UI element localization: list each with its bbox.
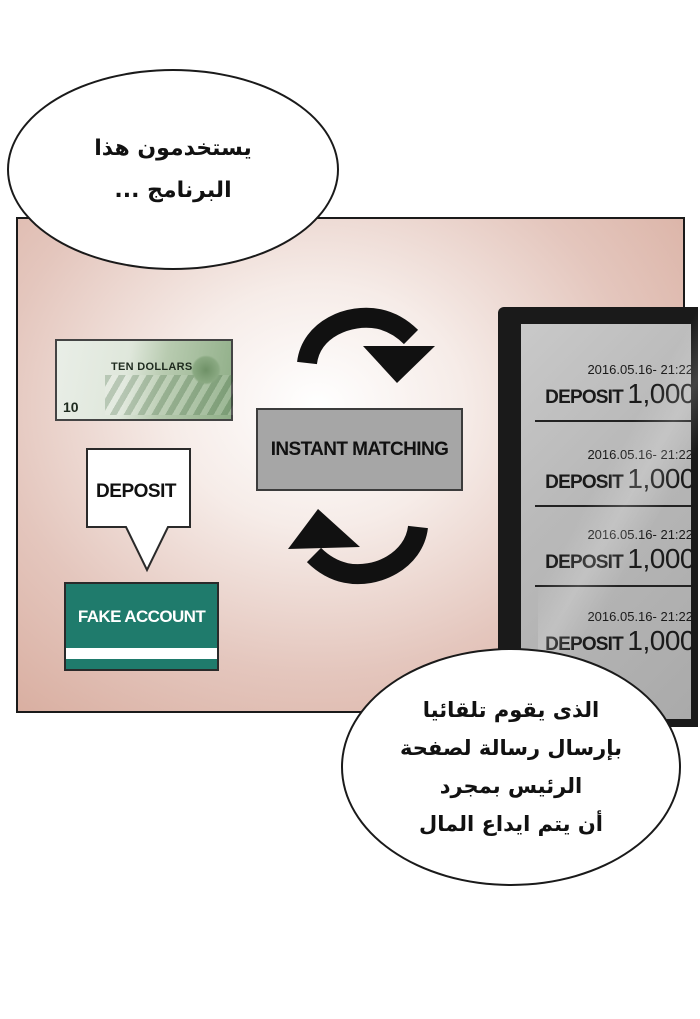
phone-screen: 2016.05.16- 21:22 DEPOSIT 1,000 2016.05.…	[521, 324, 695, 719]
notification-date: 2016.05.16- 21:22	[587, 609, 693, 624]
comic-panel: TEN DOLLARS 10 DEPOSIT FAKE ACCOUNT INST…	[16, 217, 698, 727]
notification-kind: DEPOSIT	[545, 472, 624, 493]
notification-3: 2016.05.16- 21:22 DEPOSIT 1,000	[521, 527, 695, 611]
cycle-arrow-top-icon	[297, 307, 435, 383]
divider	[535, 420, 691, 422]
bill-seal	[191, 355, 221, 385]
fake-account-label: FAKE ACCOUNT	[77, 607, 206, 626]
ten-dollar-bill: TEN DOLLARS 10	[55, 339, 233, 421]
notification-body: DEPOSIT 1,000	[545, 543, 695, 575]
instant-matching-box: INSTANT MATCHING	[256, 408, 463, 491]
notification-body: DEPOSIT 1,000	[545, 625, 695, 657]
speech-line: أن يتم ايداع المال	[418, 812, 603, 836]
notification-kind: DEPOSIT	[545, 387, 624, 408]
notification-amount: 1,000	[627, 378, 695, 409]
notification-body: DEPOSIT 1,000	[545, 463, 695, 495]
notification-2: 2016.05.16- 21:22 DEPOSIT 1,000	[521, 447, 695, 531]
speech-line: يستخدمون هذا	[94, 135, 252, 161]
notification-date: 2016.05.16- 21:22	[587, 527, 693, 542]
speech-line: البرنامج ...	[114, 177, 232, 203]
speech-text: يستخدمون هذا البرنامج ...	[94, 128, 252, 212]
notification-kind: DEPOSIT	[545, 634, 624, 655]
bill-label: TEN DOLLARS	[111, 361, 193, 373]
notification-date: 2016.05.16- 21:22	[587, 362, 693, 377]
notification-body: DEPOSIT 1,000	[545, 378, 695, 410]
bill-number: 10	[63, 399, 79, 415]
speech-line: بإرسال رسالة لصفحة	[399, 736, 623, 760]
notification-amount: 1,000	[627, 625, 695, 656]
cycle-arrow-bottom-icon	[288, 509, 428, 585]
notification-amount: 1,000	[627, 463, 695, 494]
speech-line: الذى يقوم تلقائيا	[422, 698, 600, 722]
speech-line: الرئيس بمجرد	[439, 774, 583, 798]
speech-bubble-bottom: الذى يقوم تلقائيا بإرسال رسالة لصفحة الر…	[341, 648, 681, 886]
notification-4: 2016.05.16- 21:22 DEPOSIT 1,000	[521, 609, 695, 693]
notification-kind: DEPOSIT	[545, 552, 624, 573]
speech-text: الذى يقوم تلقائيا بإرسال رسالة لصفحة الر…	[400, 691, 622, 843]
card-stripe	[66, 648, 217, 659]
notification-amount: 1,000	[627, 543, 695, 574]
notification-date: 2016.05.16- 21:22	[587, 447, 693, 462]
speech-bubble-top: يستخدمون هذا البرنامج ...	[7, 69, 339, 270]
deposit-label: DEPOSIT	[96, 481, 176, 502]
fake-account-card: FAKE ACCOUNT	[64, 582, 219, 671]
divider	[535, 505, 691, 507]
down-arrow-icon	[86, 448, 191, 573]
instant-matching-label: INSTANT MATCHING	[270, 439, 449, 460]
notification-1: 2016.05.16- 21:22 DEPOSIT 1,000	[521, 362, 695, 446]
divider	[535, 585, 691, 587]
